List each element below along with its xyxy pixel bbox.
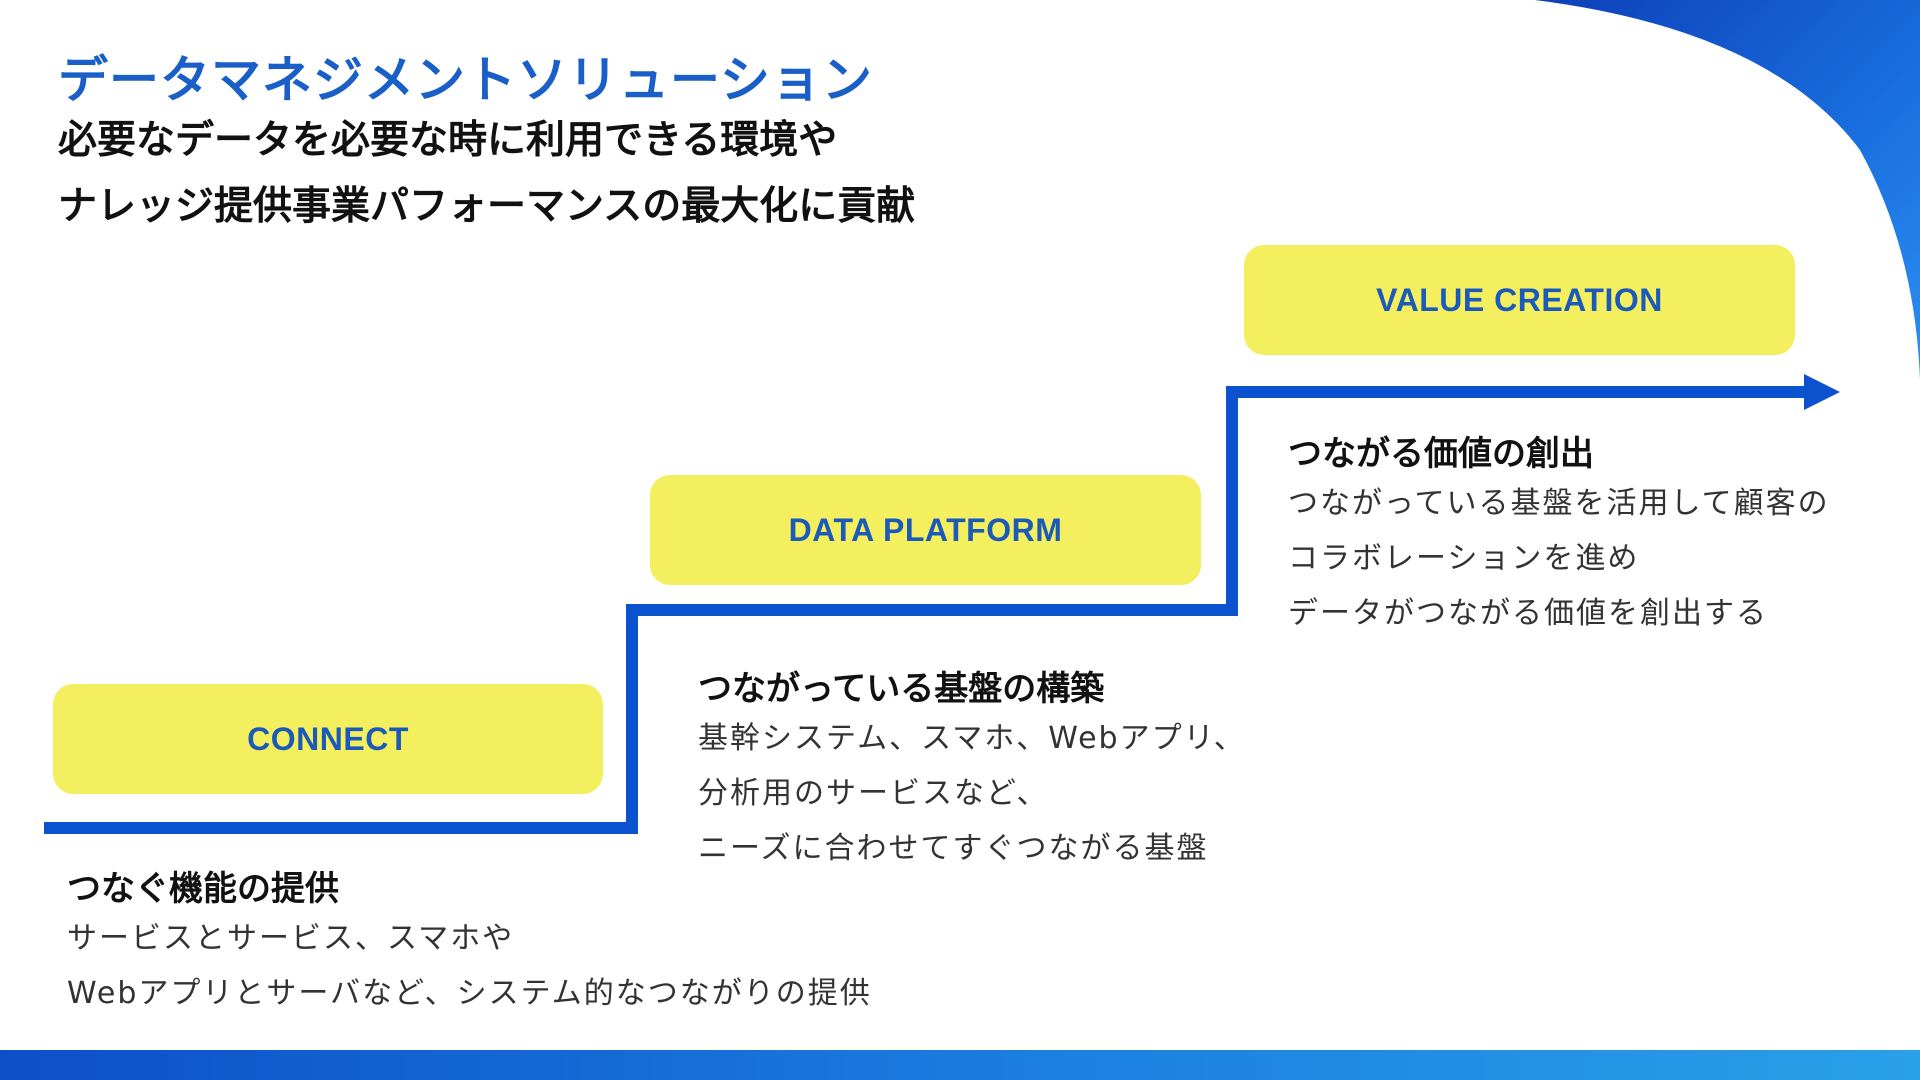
step-desc-value-creation: つながる価値の創出 つながっている基盤を活用して顧客の コラボレーションを進め … <box>1288 432 1830 641</box>
step-box-connect: CONNECT <box>53 684 603 794</box>
subtitle-line: 必要なデータを必要な時に利用できる環境や <box>58 118 838 163</box>
page-subtitle: 必要なデータを必要な時に利用できる環境や ナレッジ提供事業パフォーマンスの最大化… <box>58 108 915 240</box>
step-desc-line: コラボレーションを進め <box>1288 541 1640 576</box>
step-desc-data-platform: つながっている基盤の構築 基幹システム、スマホ、Webアプリ、 分析用のサービス… <box>698 667 1246 876</box>
step-desc-line: 基幹システム、スマホ、Webアプリ、 <box>698 721 1246 756</box>
step-desc-connect: つなぐ機能の提供 サービスとサービス、スマホや Webアプリとサーバなど、システ… <box>67 867 872 1021</box>
step-box-data-platform: DATA PLATFORM <box>650 475 1201 585</box>
step-box-value-creation: VALUE CREATION <box>1244 245 1795 355</box>
stair-line <box>44 386 1808 834</box>
bottom-accent-bar <box>0 1050 1920 1080</box>
step-heading: つなぐ機能の提供 <box>67 869 339 909</box>
step-heading: つながっている基盤の構築 <box>698 669 1105 709</box>
step-desc-line: サービスとサービス、スマホや <box>67 921 515 956</box>
step-desc-line: 分析用のサービスなど、 <box>698 776 1049 811</box>
step-desc-line: つながっている基盤を活用して顧客の <box>1288 486 1830 521</box>
step-desc-line: Webアプリとサーバなど、システム的なつながりの提供 <box>67 976 872 1011</box>
subtitle-line: ナレッジ提供事業パフォーマンスの最大化に貢献 <box>58 184 916 229</box>
page-title: データマネジメントソリューション <box>58 51 873 109</box>
stair-arrow-head <box>1804 374 1840 410</box>
step-desc-line: ニーズに合わせてすぐつながる基盤 <box>698 831 1209 866</box>
corner-decoration <box>1535 0 1920 380</box>
step-heading: つながる価値の創出 <box>1288 434 1594 474</box>
step-desc-line: データがつながる価値を創出する <box>1288 596 1768 631</box>
